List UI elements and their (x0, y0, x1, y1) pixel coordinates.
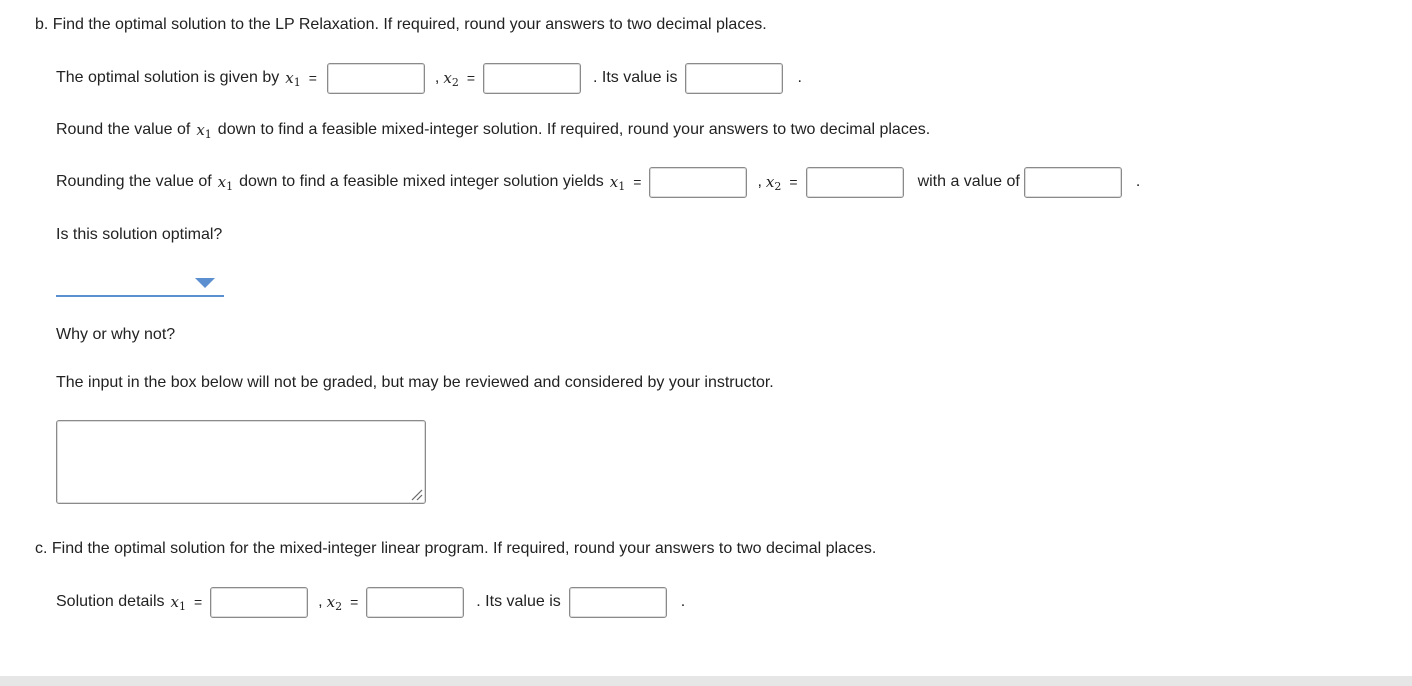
equals-sign: = (466, 70, 475, 86)
resize-grip-icon[interactable] (409, 487, 423, 501)
with-value-label: with a value of (917, 173, 1020, 190)
bottom-divider (0, 676, 1412, 686)
triangle-down-icon[interactable] (195, 278, 215, 288)
equals-sign: = (193, 594, 203, 610)
x2-symbol: x2 (443, 69, 459, 89)
x1-symbol: x1 (196, 121, 212, 141)
comma-separator: , (434, 69, 440, 86)
equals-sign: = (308, 70, 317, 86)
rounded-x2-input[interactable] (805, 166, 904, 198)
mip-x2-input[interactable] (366, 586, 465, 618)
comment-textarea[interactable] (56, 420, 426, 504)
lp-solution-row: The optimal solution is given by x1 = , … (56, 61, 802, 95)
mip-solution-row: Solution details x1 = , x2 = . Its value… (56, 585, 685, 619)
rounded-value-input[interactable] (1023, 166, 1122, 198)
optimal-select[interactable] (56, 270, 224, 297)
part-b-heading: b. Find the optimal solution to the LP R… (35, 16, 767, 33)
why-question: Why or why not? (56, 326, 176, 343)
equals-sign: = (789, 174, 798, 190)
lp-solution-prefix: The optimal solution is given by (56, 69, 280, 86)
details-prefix: Solution details (56, 593, 165, 610)
x1-symbol: x1 (609, 173, 626, 193)
equals-sign: = (350, 594, 359, 610)
mip-x1-input[interactable] (210, 586, 309, 618)
round-instruction: Round the value of x1 down to find a fea… (56, 121, 931, 141)
lp-x1-input[interactable] (326, 62, 425, 94)
rounding-row: Rounding the value of x1 down to find a … (56, 165, 1140, 199)
part-c-heading: c. Find the optimal solution for the mix… (35, 540, 877, 557)
equals-sign: = (633, 174, 642, 190)
comma-separator: , (757, 173, 762, 190)
value-label: . Its value is (476, 593, 561, 610)
x1-symbol: x1 (170, 593, 186, 613)
x2-symbol: x2 (765, 173, 782, 193)
x2-symbol: x2 (326, 593, 343, 613)
period: . (680, 593, 686, 610)
mip-value-input[interactable] (568, 586, 667, 618)
x1-symbol: x1 (217, 173, 234, 193)
x1-symbol: x1 (285, 69, 301, 89)
comma-separator: , (318, 593, 323, 610)
optimal-question: Is this solution optimal? (56, 226, 223, 243)
lp-x2-input[interactable] (483, 62, 581, 94)
period: . (797, 69, 802, 86)
period: . (1135, 173, 1141, 190)
lp-value-input[interactable] (685, 62, 784, 94)
value-label: . Its value is (593, 69, 678, 86)
grading-note: The input in the box below will not be g… (56, 374, 774, 391)
rounded-x1-input[interactable] (649, 166, 748, 198)
